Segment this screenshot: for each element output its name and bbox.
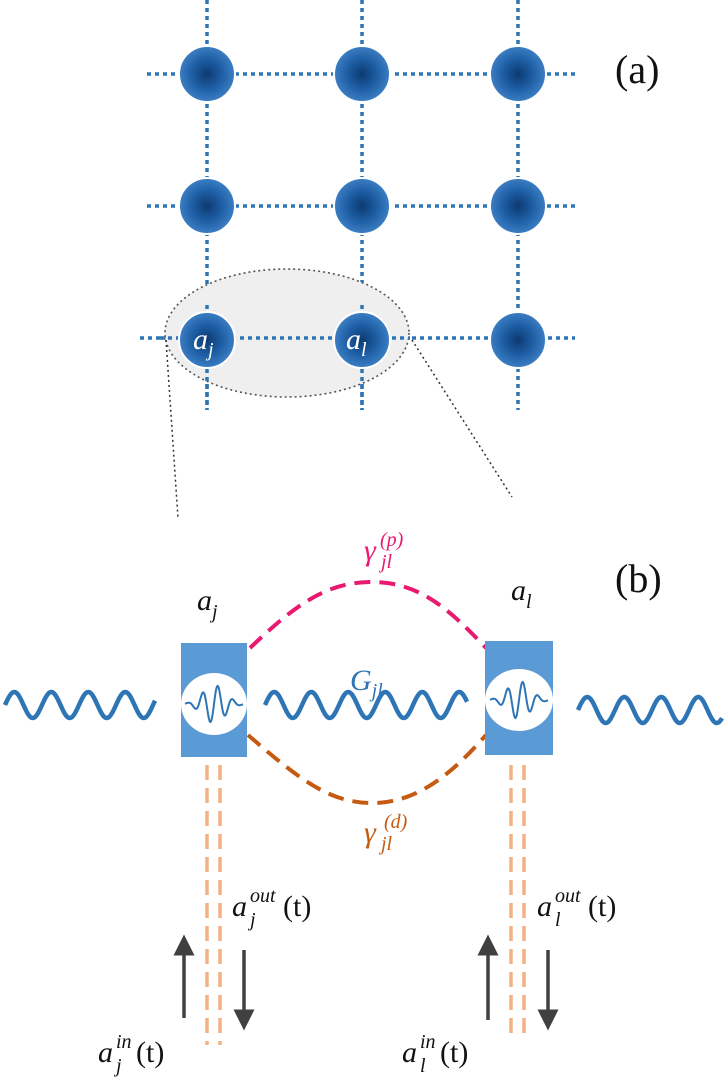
coupling-p-path — [248, 579, 488, 650]
cavity-left-pulse — [184, 684, 244, 724]
waveguide-waves — [2, 689, 724, 726]
lattice-node — [489, 311, 547, 369]
lattice-node — [489, 177, 547, 235]
lattice-node-aj — [178, 311, 236, 369]
panel-b: (b) — [2, 529, 724, 1077]
io-arrows — [173, 934, 559, 1031]
coupling-d-path — [246, 733, 488, 806]
lattice-node — [178, 177, 236, 235]
lattice-node — [333, 177, 391, 235]
coupling-g-label: Gjl — [350, 664, 383, 702]
lattice-nodes — [178, 45, 547, 369]
node-label-aj: aj — [193, 323, 214, 361]
lattice-node-al — [333, 311, 391, 369]
lattice-node — [178, 45, 236, 103]
cavity-right-pulse — [489, 680, 549, 720]
panel-a: (a) aj al — [140, 0, 659, 519]
waveguide-wave-left — [2, 689, 158, 721]
mode-label-aj: aj — [197, 584, 218, 623]
waveguide-wave-middle — [262, 689, 470, 721]
mode-label-al: al — [511, 574, 532, 613]
zoom-line-left — [165, 339, 179, 519]
lattice-node — [333, 45, 391, 103]
io-channels — [205, 765, 526, 1045]
cavity-left — [181, 643, 247, 757]
node-label-al: al — [346, 323, 367, 361]
waveguide-wave-right — [575, 694, 724, 726]
panel-label-a: (a) — [615, 47, 659, 92]
cavity-right — [485, 641, 553, 755]
panel-label-b: (b) — [615, 556, 662, 601]
zoom-line-right — [411, 339, 513, 498]
lattice-node — [489, 45, 547, 103]
